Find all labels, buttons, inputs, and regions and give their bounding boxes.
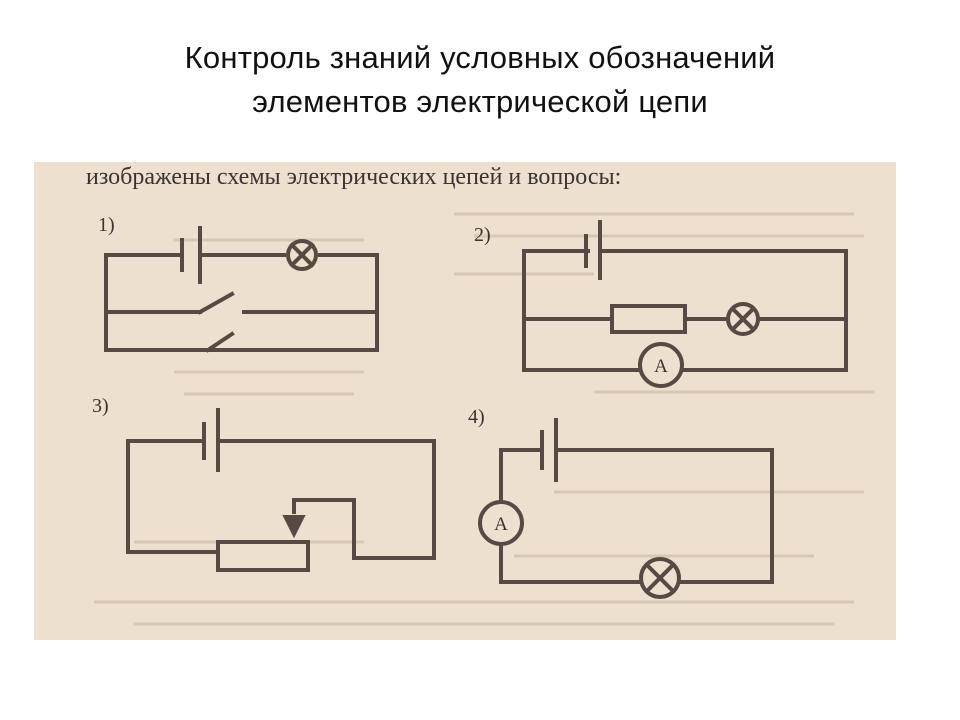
resistor-icon bbox=[610, 304, 687, 334]
scan-heading: изображены схемы электрических цепей и в… bbox=[86, 164, 622, 190]
lamp-icon bbox=[639, 557, 681, 599]
title-line-2: элементов электрической цепи bbox=[252, 84, 708, 119]
paper-background bbox=[34, 162, 896, 640]
ammeter-letter: A bbox=[494, 514, 508, 535]
battery-icon bbox=[540, 418, 558, 482]
lamp-icon bbox=[286, 239, 318, 271]
circuit-2-wire bbox=[598, 249, 848, 372]
circuit-2-wire bbox=[522, 249, 642, 372]
circuit-4 bbox=[478, 418, 774, 599]
circuit-1-wire bbox=[238, 253, 379, 352]
ammeter-icon bbox=[638, 342, 684, 388]
circuit-3 bbox=[126, 408, 436, 572]
title-line-1: Контроль знаний условных обозначений bbox=[184, 40, 776, 75]
circuit-4-wire bbox=[499, 448, 544, 504]
circuit-4-wire bbox=[499, 542, 642, 584]
diagram-label-4: 4) bbox=[468, 406, 485, 428]
switch-icon bbox=[205, 331, 235, 353]
battery-icon bbox=[180, 226, 202, 284]
circuit-3-wire bbox=[126, 439, 220, 554]
battery-icon bbox=[202, 408, 220, 472]
circuit-4-wire bbox=[554, 448, 774, 584]
ammeter-icon bbox=[478, 500, 524, 546]
circuit-3-wire bbox=[216, 439, 436, 560]
lamp-icon bbox=[726, 302, 760, 336]
circuit-1-wire bbox=[104, 253, 250, 352]
diagram-label-2: 2) bbox=[474, 224, 491, 246]
scanned-page: A A изображены схемы электрических цепей… bbox=[34, 162, 896, 640]
circuit-1 bbox=[104, 226, 379, 353]
ammeter-letter: A bbox=[654, 356, 668, 377]
diagram-label-3: 3) bbox=[92, 395, 109, 417]
page-title: Контроль знаний условных обозначений эле… bbox=[0, 36, 960, 124]
circuit-2 bbox=[522, 220, 848, 388]
battery-icon bbox=[584, 220, 602, 280]
slider-arrow-icon bbox=[282, 515, 306, 539]
bleed-through bbox=[94, 212, 874, 626]
diagram-label-1: 1) bbox=[98, 214, 115, 236]
switch-icon bbox=[197, 291, 235, 315]
rheostat-icon bbox=[216, 540, 310, 572]
scan-canvas: A A bbox=[34, 162, 896, 640]
